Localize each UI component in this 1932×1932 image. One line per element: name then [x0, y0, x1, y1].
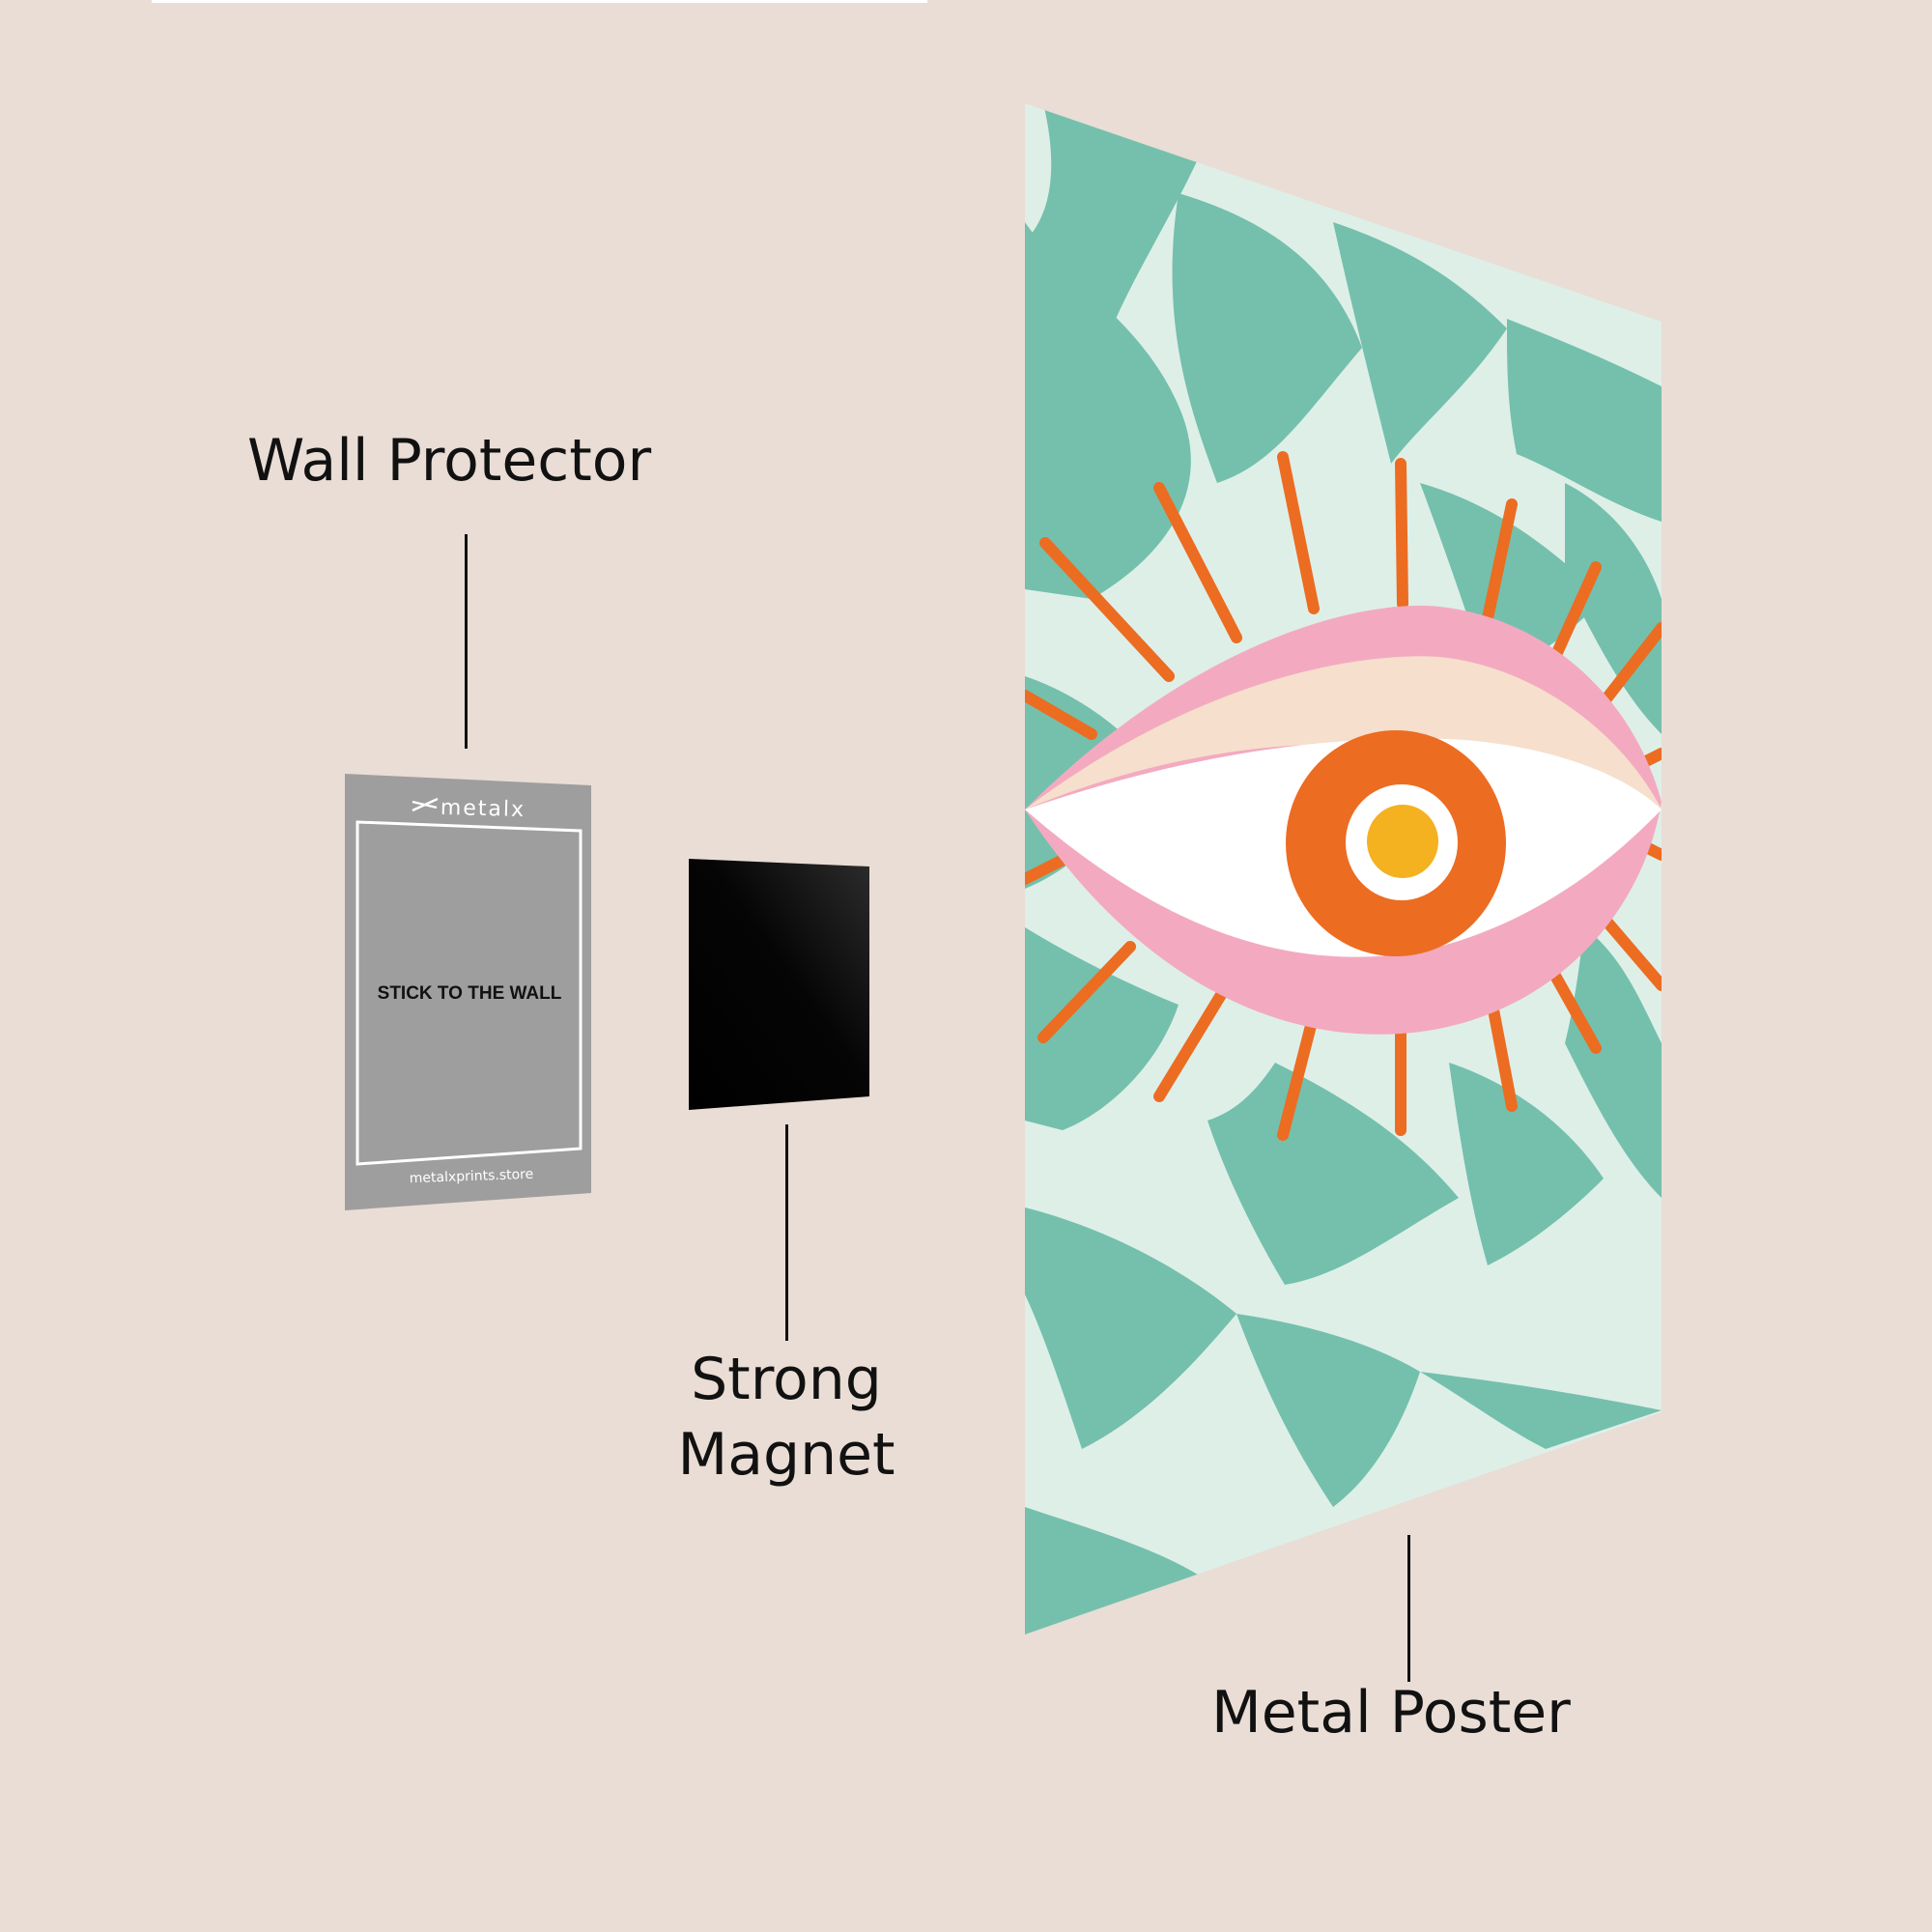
top-white-strip [152, 0, 927, 3]
strong-magnet-label-line1: Strong [691, 1346, 882, 1413]
protector-instruction: STICK TO THE WALL [378, 983, 562, 1004]
eye-lashes [1025, 451, 1662, 1141]
metal-poster [1025, 103, 1662, 1634]
metalx-logo-icon [412, 797, 439, 812]
eye-pupil [1367, 805, 1438, 878]
checker-pattern [1025, 103, 1662, 1634]
wall-protector-card: metalx STICK TO THE WALL metalxprints.st… [345, 774, 591, 1210]
eye-illustration [1025, 451, 1662, 1141]
metal-poster-label: Metal Poster [1211, 1679, 1571, 1747]
protector-brand: metalx [440, 796, 526, 822]
wall-protector-label: Wall Protector [247, 427, 652, 495]
metal-poster-leader [1407, 1535, 1410, 1682]
eye-lid-cream [1025, 656, 1662, 810]
protector-website: metalxprints.store [409, 1167, 533, 1186]
wall-protector-leader [465, 534, 468, 749]
strong-magnet-leader [785, 1124, 788, 1341]
strong-magnet-label-line2: Magnet [677, 1421, 895, 1489]
strong-magnet [689, 859, 869, 1110]
